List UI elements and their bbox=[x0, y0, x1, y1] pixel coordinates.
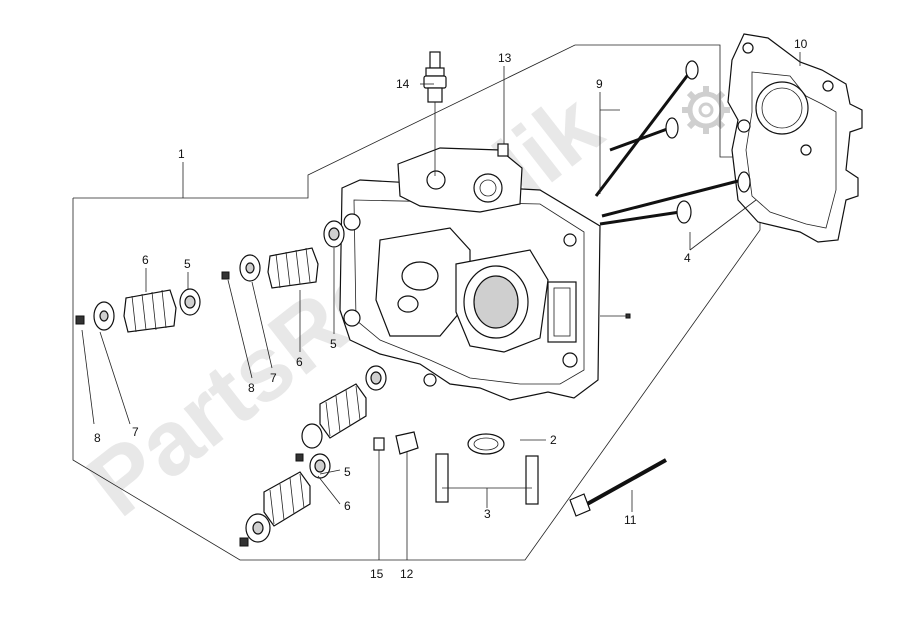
callout-2: 2 bbox=[550, 433, 557, 447]
valve-train-upper-mid bbox=[221, 220, 345, 289]
callout-5c: 5 bbox=[344, 465, 351, 479]
dowel-pin-13 bbox=[497, 66, 509, 157]
callout-4: 4 bbox=[684, 251, 691, 265]
o-ring-2 bbox=[467, 433, 505, 455]
gear-icon bbox=[682, 86, 730, 134]
valve-spring-6c-upper bbox=[319, 383, 367, 439]
valve-spring-6b bbox=[267, 247, 319, 289]
callout-7b: 7 bbox=[132, 425, 139, 439]
callout-11: 11 bbox=[624, 513, 637, 527]
callout-1: 1 bbox=[178, 147, 185, 161]
callout-3: 3 bbox=[484, 507, 491, 521]
callout-12: 12 bbox=[400, 567, 414, 581]
valve-train-lower-right bbox=[295, 365, 387, 462]
callout-14: 14 bbox=[396, 77, 410, 91]
callout-15: 15 bbox=[370, 567, 384, 581]
leader-lines bbox=[81, 52, 801, 505]
callout-7a: 7 bbox=[270, 371, 277, 385]
bolt-12 bbox=[395, 431, 419, 560]
callout-10: 10 bbox=[794, 37, 808, 51]
cylinder-head bbox=[339, 147, 631, 401]
valve-spring-6c bbox=[263, 471, 311, 527]
callouts: 1 2 3 4 5 5 5 6 6 6 7 7 8 8 9 10 11 12 1… bbox=[94, 37, 808, 581]
callout-6a: 6 bbox=[142, 253, 149, 267]
callout-5a: 5 bbox=[184, 257, 191, 271]
plug-15 bbox=[373, 437, 385, 560]
dowel-pins-3 bbox=[435, 453, 539, 508]
valves bbox=[594, 60, 751, 226]
callout-8b: 8 bbox=[94, 431, 101, 445]
head-gasket bbox=[727, 33, 863, 243]
callout-9: 9 bbox=[596, 77, 603, 91]
stud-bolt-11 bbox=[569, 458, 667, 517]
callout-13: 13 bbox=[498, 51, 512, 65]
callout-8a: 8 bbox=[248, 381, 255, 395]
callout-5b: 5 bbox=[330, 337, 337, 351]
temperature-sensor bbox=[423, 51, 447, 176]
valve-train-lower-left bbox=[239, 453, 331, 547]
valve-spring-6a bbox=[123, 289, 177, 333]
callout-6b: 6 bbox=[296, 355, 303, 369]
callout-6c: 6 bbox=[344, 499, 351, 513]
valve-train-upper-left bbox=[75, 288, 201, 333]
